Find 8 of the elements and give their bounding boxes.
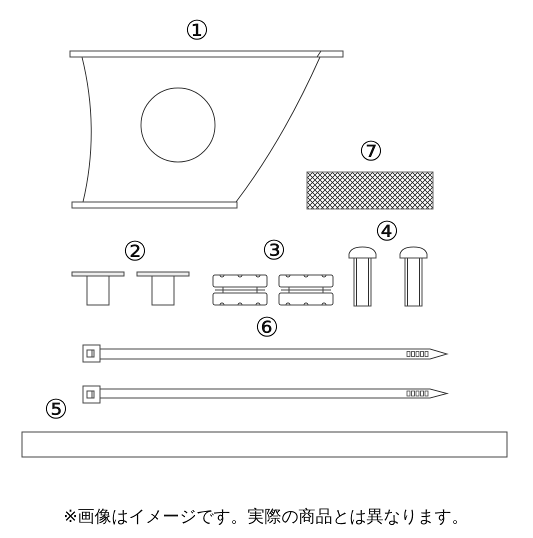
callout-number: ⑥	[254, 314, 280, 342]
callout-number: ③	[262, 238, 286, 264]
callout-number: ⑦	[358, 138, 384, 166]
callout-number: ①	[184, 18, 210, 44]
callout-number: ⑤	[44, 396, 68, 424]
callout-number: ②	[122, 238, 148, 266]
disclaimer-note: ※画像はイメージです。実際の商品とは異なります。	[63, 506, 469, 528]
callout-number: ④	[374, 218, 400, 246]
